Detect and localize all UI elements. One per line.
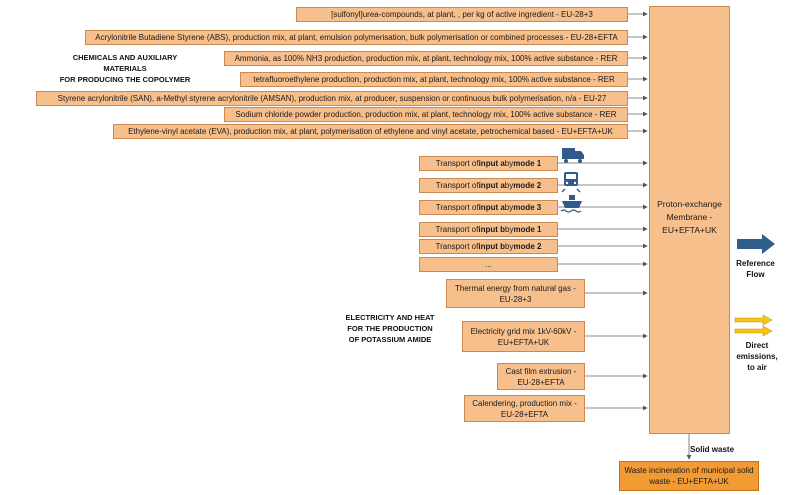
chemicals-label: CHEMICALS AND AUXILIARY MATERIALS FOR PR… — [40, 52, 210, 85]
process-label: Proton-exchange Membrane - EU+EFTA+UK — [657, 199, 722, 235]
chemicals-label-line1: CHEMICALS AND AUXILIARY — [72, 53, 178, 62]
direct-emissions-label-line1: Direct — [745, 341, 769, 350]
transport-box-a-mode3: Transport of input a by mode 3 — [419, 200, 558, 215]
direct-emissions-label: Direct emissions, to air — [728, 340, 786, 373]
material-box-ammonia: Ammonia, as 100% NH3 production, product… — [224, 51, 628, 66]
reference-flow-label-line1: Reference — [736, 259, 775, 268]
transport-box-b-mode2: Transport of input b by mode 2 — [419, 239, 558, 254]
energy-box-thermal: Thermal energy from natural gas - EU-28+… — [446, 279, 585, 308]
reference-flow-label: Reference Flow — [728, 258, 783, 280]
transport-box-b-mode1: Transport of input b by mode 1 — [419, 222, 558, 237]
electricity-label: ELECTRICITY AND HEAT FOR THE PRODUCTION … — [325, 312, 455, 345]
material-box-sulfonylurea: [sulfonyl]urea-compounds, at plant, , pe… — [296, 7, 628, 22]
truck-icon — [562, 148, 584, 163]
direct-emissions-label-line2: emissions, — [736, 352, 778, 361]
material-box-tetrafluoroethylene: tetrafluoroethylene production, producti… — [240, 72, 628, 87]
energy-box-electricity: Electricity grid mix 1kV-60kV - EU+EFTA+… — [462, 321, 585, 352]
transport-box-ellipsis: ... — [419, 257, 558, 272]
material-box-sodium-chloride: Sodium chloride powder production, produ… — [224, 107, 628, 122]
electricity-label-line1: ELECTRICITY AND HEAT — [345, 313, 435, 322]
process-box-cast-film: Cast film extrusion - EU-28+EFTA — [497, 363, 585, 390]
process-box-pem — [649, 6, 730, 434]
material-box-eva: Ethylene-vinyl acetate (EVA), production… — [113, 124, 628, 139]
direct-emissions-arrow — [734, 314, 773, 337]
material-box-san-amsan: Styrene acrylonitrile (SAN), a-Methyl st… — [36, 91, 628, 106]
transport-box-a-mode1: Transport of input a by mode 1 — [419, 156, 558, 171]
waste-incineration-box: Waste incineration of municipal solid wa… — [619, 461, 759, 491]
train-icon — [561, 172, 581, 193]
ship-icon — [560, 195, 582, 213]
process-box-calendering: Calendering, production mix - EU-28+EFTA — [464, 395, 585, 422]
electricity-label-line2: FOR THE PRODUCTION — [347, 324, 433, 333]
chemicals-label-line3: FOR PRODUCING THE COPOLYMER — [59, 75, 191, 84]
material-box-abs: Acrylonitrile Butadiene Styrene (ABS), p… — [85, 30, 628, 45]
transport-box-a-mode2: Transport of input a by mode 2 — [419, 178, 558, 193]
direct-emissions-label-line3: to air — [747, 363, 767, 372]
chemicals-label-line2: MATERIALS — [103, 64, 147, 73]
reference-flow-label-line2: Flow — [746, 270, 765, 279]
electricity-label-line3: OF POTASSIUM AMIDE — [348, 335, 432, 344]
solid-waste-label: Solid waste — [690, 445, 735, 454]
reference-flow-arrow — [737, 234, 775, 254]
